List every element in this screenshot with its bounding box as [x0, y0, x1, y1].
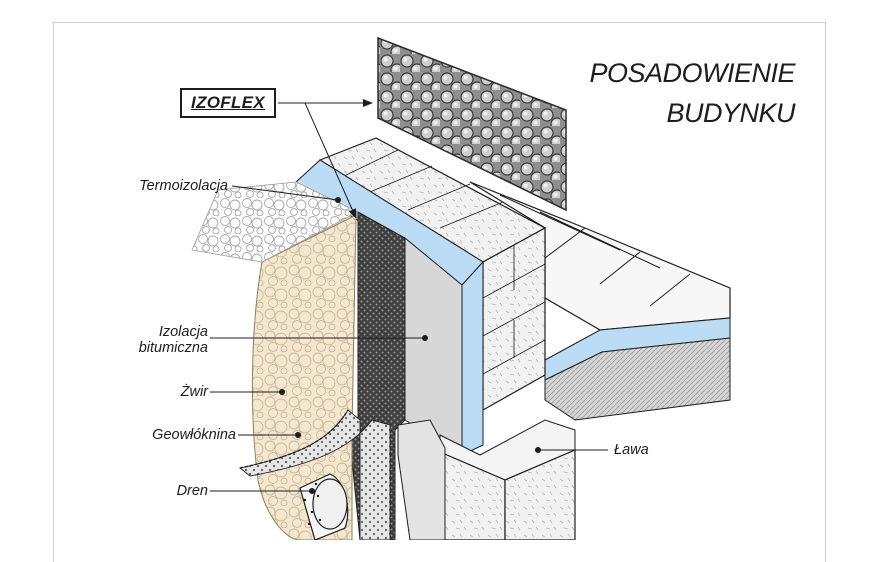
label-izolacja-line-2: bitumiczna [138, 340, 208, 356]
leader-brand-to-wall [304, 102, 357, 219]
drain-pipe-end [312, 478, 348, 530]
leader-termoizolacja [231, 185, 339, 201]
footing-chamfer [397, 419, 446, 540]
thermal-insulation-face [461, 260, 484, 456]
label-izolacja-line-1: Izolacja [158, 324, 208, 340]
gravel-surface [191, 181, 359, 263]
diagram-title-line-1: POSADOWIENIE [589, 58, 795, 88]
label-zwir: Żwir [180, 384, 208, 400]
label-dren: Dren [176, 483, 208, 499]
diagram-title-line-2: BUDYNKU [666, 98, 795, 128]
label-lawa: Ława [614, 442, 649, 458]
floor-base-layer [544, 337, 731, 421]
diagram-frame [53, 22, 826, 562]
label-geowloknina: Geowłóknina [152, 427, 236, 443]
label-izolacja-bitumiczna: Izolacja bitumiczna [139, 324, 208, 356]
label-termoizolacja: Termoizolacja [139, 178, 228, 194]
foundation-diagram [191, 36, 731, 540]
footing-side [504, 449, 576, 540]
brand-label: IZOFLEX [191, 93, 265, 112]
brand-label-box: IZOFLEX [180, 88, 276, 118]
dimpled-membrane-sample [377, 36, 567, 212]
